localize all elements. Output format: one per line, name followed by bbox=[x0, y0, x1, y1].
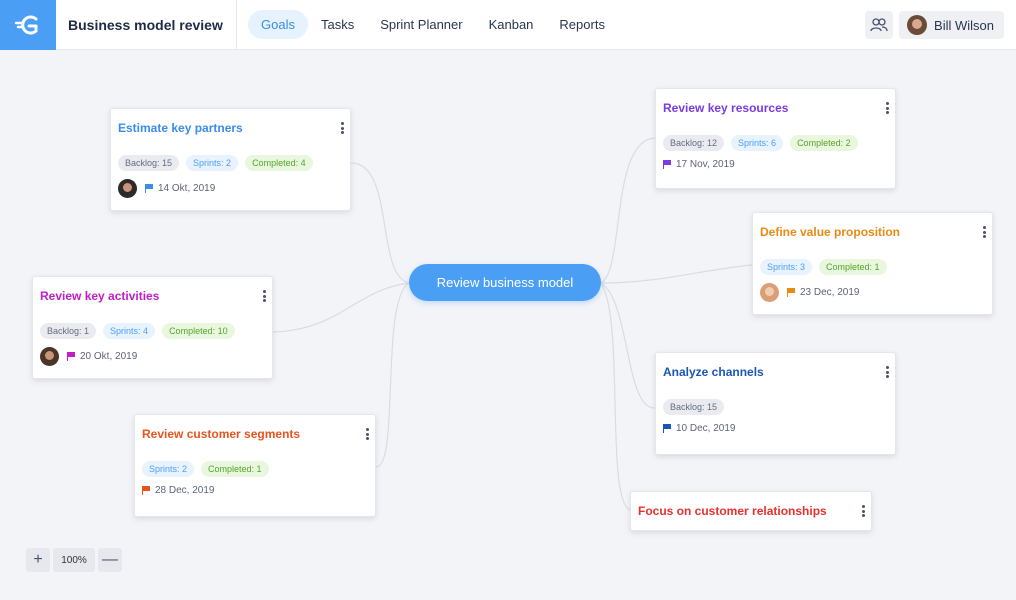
main-nav: Goals Tasks Sprint Planner Kanban Report… bbox=[237, 0, 618, 50]
sprints-badge: Sprints: 4 bbox=[103, 323, 156, 339]
center-goal-node[interactable]: Review business model bbox=[409, 264, 601, 301]
user-menu[interactable]: Bill Wilson bbox=[899, 11, 1004, 39]
more-options-icon[interactable] bbox=[885, 102, 889, 114]
project-title: Business model review bbox=[56, 0, 237, 50]
link-key-partners bbox=[350, 162, 410, 284]
user-avatar bbox=[907, 15, 928, 35]
goal-title: Analyze channels bbox=[663, 365, 764, 379]
completed-badge: Completed: 2 bbox=[790, 135, 858, 151]
completed-badge: Completed: 10 bbox=[162, 323, 235, 339]
completed-badge: Completed: 1 bbox=[819, 259, 887, 275]
zoom-in-button[interactable]: + bbox=[26, 548, 50, 572]
link-customer-relationships bbox=[600, 282, 631, 511]
zoom-level: 100% bbox=[53, 548, 95, 572]
link-channels bbox=[600, 282, 656, 409]
goal-tags: Backlog: 15 bbox=[663, 399, 725, 415]
goal-title: Review key resources bbox=[663, 101, 789, 115]
flag-icon bbox=[142, 486, 151, 495]
link-customer-segments bbox=[375, 282, 410, 468]
goal-title: Focus on customer relationships bbox=[638, 504, 827, 518]
header-actions: Bill Wilson bbox=[865, 11, 1004, 39]
due-date-text: 28 Dec, 2019 bbox=[155, 485, 215, 496]
goal-meta: 28 Dec, 2019 bbox=[142, 485, 215, 496]
due-date: 10 Dec, 2019 bbox=[663, 423, 736, 434]
goal-tags: Backlog: 1 Sprints: 4 Completed: 10 bbox=[40, 323, 235, 339]
more-options-icon[interactable] bbox=[982, 226, 986, 238]
sprints-badge: Sprints: 2 bbox=[142, 461, 195, 477]
zoom-controls: + 100% — bbox=[26, 548, 122, 572]
flag-icon bbox=[663, 424, 672, 433]
flag-icon bbox=[67, 352, 76, 361]
due-date: 17 Nov, 2019 bbox=[663, 159, 735, 170]
goal-card-estimate-key-partners[interactable]: Estimate key partners Backlog: 15 Sprint… bbox=[110, 108, 351, 211]
goal-meta: 20 Okt, 2019 bbox=[40, 347, 137, 366]
goal-title: Define value proposition bbox=[760, 225, 901, 239]
goal-card-review-customer-segments[interactable]: Review customer segments Sprints: 2 Comp… bbox=[134, 414, 376, 517]
due-date: 28 Dec, 2019 bbox=[142, 485, 215, 496]
goal-tags: Backlog: 15 Sprints: 2 Completed: 4 bbox=[118, 155, 313, 171]
user-name: Bill Wilson bbox=[934, 17, 994, 33]
link-value-proposition bbox=[600, 264, 753, 284]
app-logo[interactable] bbox=[0, 0, 56, 50]
goal-title: Estimate key partners bbox=[118, 121, 243, 135]
nav-kanban[interactable]: Kanban bbox=[488, 17, 534, 32]
goal-meta: 10 Dec, 2019 bbox=[663, 423, 736, 434]
flag-icon bbox=[145, 184, 154, 193]
due-date-text: 20 Okt, 2019 bbox=[80, 351, 138, 362]
assignee-avatar[interactable] bbox=[40, 347, 59, 366]
goal-title: Review key activities bbox=[40, 289, 160, 303]
due-date-text: 17 Nov, 2019 bbox=[676, 159, 735, 170]
goal-meta: 23 Dec, 2019 bbox=[760, 283, 860, 302]
team-button[interactable] bbox=[865, 11, 894, 39]
sprints-badge: Sprints: 3 bbox=[760, 259, 813, 275]
goal-card-define-value-proposition[interactable]: Define value proposition Sprints: 3 Comp… bbox=[752, 212, 993, 315]
users-icon bbox=[870, 18, 888, 32]
assignee-avatar[interactable] bbox=[118, 179, 137, 198]
goal-tags: Sprints: 3 Completed: 1 bbox=[760, 259, 887, 275]
sprints-badge: Sprints: 2 bbox=[186, 155, 239, 171]
completed-badge: Completed: 1 bbox=[201, 461, 269, 477]
goal-meta: 17 Nov, 2019 bbox=[663, 159, 735, 170]
backlog-badge: Backlog: 15 bbox=[118, 155, 180, 171]
due-date-text: 23 Dec, 2019 bbox=[800, 287, 860, 298]
nav-goals[interactable]: Goals bbox=[248, 10, 308, 39]
top-bar: Business model review Goals Tasks Sprint… bbox=[0, 0, 1016, 50]
due-date: 20 Okt, 2019 bbox=[67, 351, 137, 362]
more-options-icon[interactable] bbox=[262, 290, 266, 302]
backlog-badge: Backlog: 12 bbox=[663, 135, 725, 151]
goal-tags: Sprints: 2 Completed: 1 bbox=[142, 461, 269, 477]
goal-tags: Backlog: 12 Sprints: 6 Completed: 2 bbox=[663, 135, 858, 151]
nav-tasks[interactable]: Tasks bbox=[320, 17, 355, 32]
sprints-badge: Sprints: 6 bbox=[731, 135, 784, 151]
link-key-resources bbox=[600, 137, 656, 284]
goal-card-review-key-resources[interactable]: Review key resources Backlog: 12 Sprints… bbox=[655, 88, 896, 189]
more-options-icon[interactable] bbox=[885, 366, 889, 378]
assignee-avatar[interactable] bbox=[760, 283, 779, 302]
goal-meta: 14 Okt, 2019 bbox=[118, 179, 215, 198]
nav-reports[interactable]: Reports bbox=[559, 17, 605, 32]
backlog-badge: Backlog: 15 bbox=[663, 399, 725, 415]
due-date: 23 Dec, 2019 bbox=[787, 287, 860, 298]
due-date: 14 Okt, 2019 bbox=[145, 183, 215, 194]
due-date-text: 10 Dec, 2019 bbox=[676, 423, 736, 434]
goal-title: Review customer segments bbox=[142, 427, 301, 441]
flag-icon bbox=[787, 288, 796, 297]
due-date-text: 14 Okt, 2019 bbox=[158, 183, 216, 194]
flag-icon bbox=[663, 160, 672, 169]
logo-icon bbox=[14, 15, 38, 34]
more-options-icon[interactable] bbox=[340, 122, 344, 134]
nav-sprint-planner[interactable]: Sprint Planner bbox=[380, 17, 463, 32]
goal-card-focus-on-customer-relationships[interactable]: Focus on customer relationships bbox=[630, 491, 872, 531]
zoom-out-button[interactable]: — bbox=[98, 548, 122, 572]
more-options-icon[interactable] bbox=[365, 428, 369, 440]
completed-badge: Completed: 4 bbox=[245, 155, 313, 171]
link-key-activities bbox=[272, 282, 410, 333]
more-options-icon[interactable] bbox=[861, 505, 865, 517]
goal-card-review-key-activities[interactable]: Review key activities Backlog: 1 Sprints… bbox=[32, 276, 273, 379]
goal-card-analyze-channels[interactable]: Analyze channels Backlog: 15 10 Dec, 201… bbox=[655, 352, 896, 455]
backlog-badge: Backlog: 1 bbox=[40, 323, 97, 339]
